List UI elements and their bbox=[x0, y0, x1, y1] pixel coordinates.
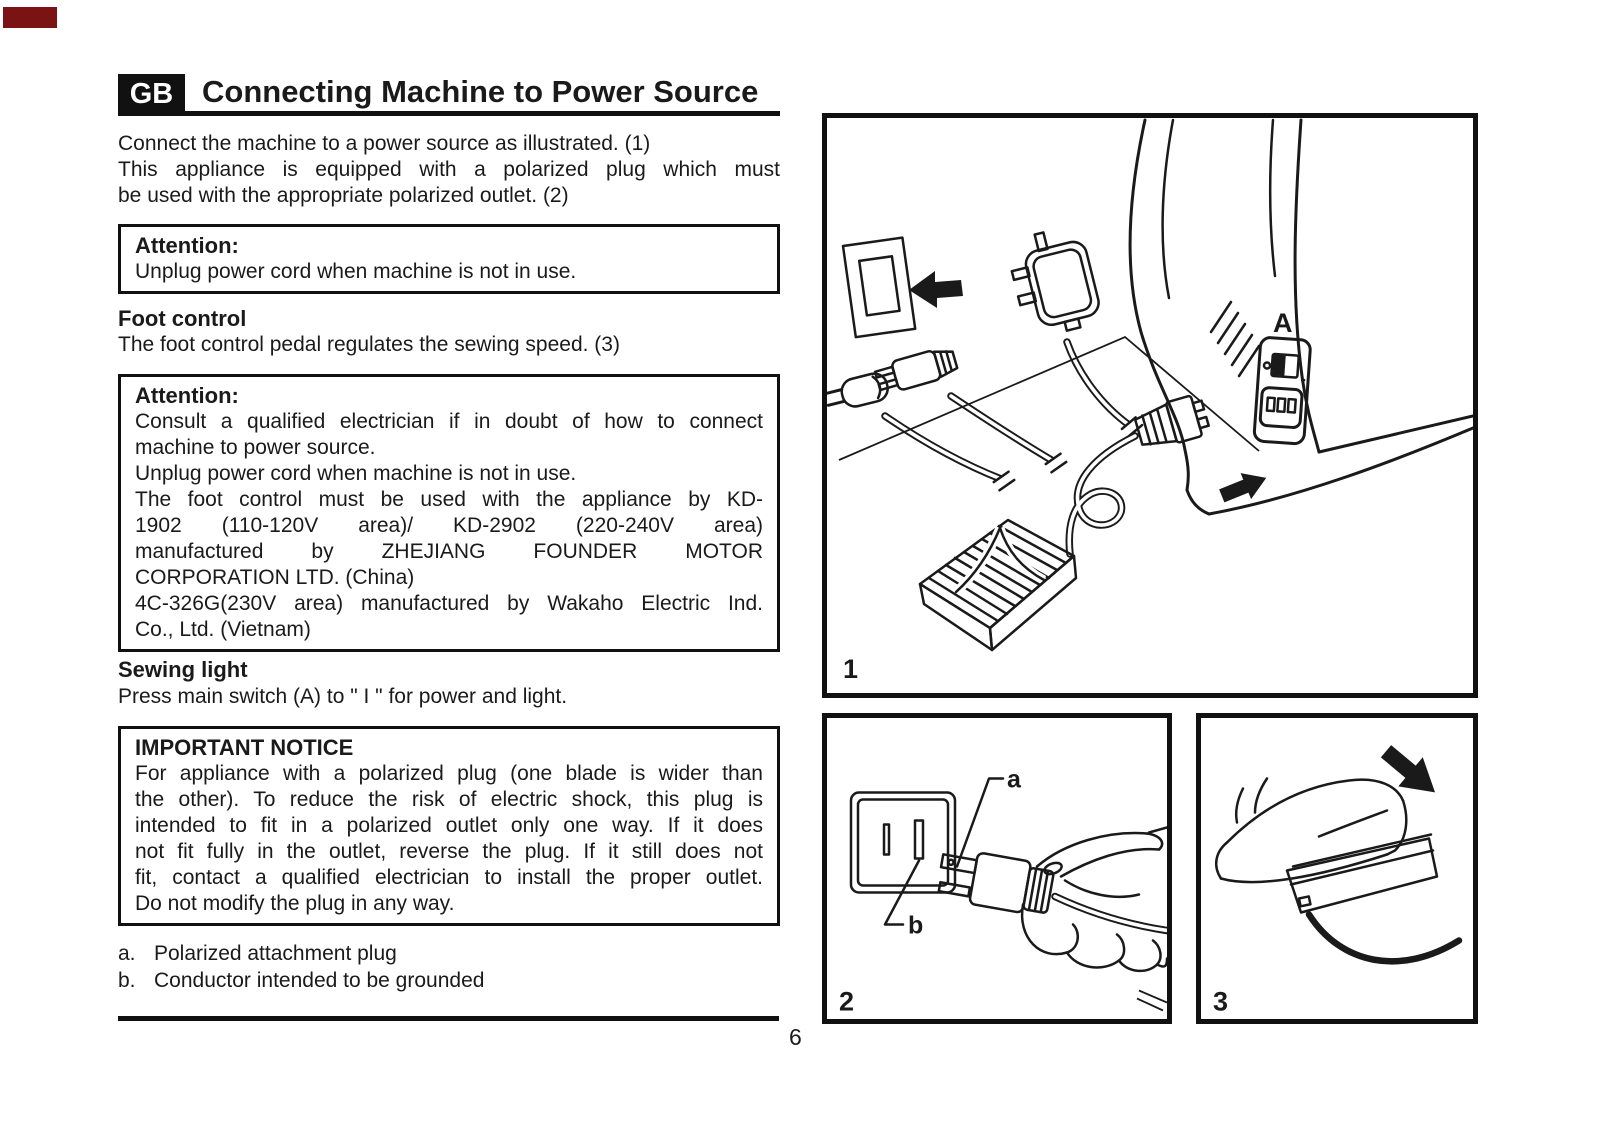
notice-line: not fit fully in the outlet, reverse the… bbox=[135, 840, 763, 863]
hand bbox=[1020, 826, 1167, 1012]
connection-illustration: A bbox=[827, 118, 1473, 684]
grounded-slot bbox=[913, 819, 925, 860]
power-off-mark bbox=[1262, 361, 1272, 370]
callout-b-label: b bbox=[908, 912, 923, 940]
power-inlet bbox=[1258, 386, 1304, 429]
narrow-blade bbox=[937, 881, 972, 898]
plug-cord bbox=[1051, 892, 1167, 935]
guide-line bbox=[838, 335, 1260, 461]
foot-pedal bbox=[1285, 833, 1439, 914]
attention-line: Unplug power cord when machine is not in… bbox=[135, 462, 577, 485]
attention-line: 1902 (110-120V area)/ KD-2902 (220-240V … bbox=[135, 514, 763, 537]
intro-paragraph: Connect the machine to a power source as… bbox=[118, 131, 780, 209]
legend-text: Conductor intended to be grounded bbox=[154, 969, 485, 992]
figure-number: 1 bbox=[843, 654, 858, 684]
figure-3-foot-control: 3 bbox=[1196, 713, 1478, 1024]
polarized-plug-illustration: a b bbox=[839, 766, 1167, 1017]
arrow-left-icon bbox=[909, 271, 963, 308]
attention-line: The foot control must be used with the a… bbox=[135, 488, 763, 511]
polarized-outlet bbox=[849, 791, 957, 894]
arrow-down-icon bbox=[1380, 745, 1436, 793]
arrow-right-icon bbox=[1219, 473, 1267, 503]
page-title: Connecting Machine to Power Source bbox=[202, 74, 759, 109]
attention-heading: Attention: bbox=[135, 233, 239, 258]
sewing-light-heading: Sewing light bbox=[118, 657, 248, 682]
cable-break-mark bbox=[1044, 452, 1068, 474]
legend-key: b. bbox=[118, 969, 136, 992]
switch-label-A: A bbox=[1273, 308, 1293, 338]
cable-break-mark bbox=[992, 470, 1016, 492]
sewing-light-line: Press main switch (A) to " I " for power… bbox=[118, 685, 568, 708]
attention-box-1: Attention: Unplug power cord when machin… bbox=[118, 224, 780, 294]
uk-plug bbox=[1010, 231, 1100, 332]
legend-key: a. bbox=[118, 942, 136, 965]
attention-line: machine to power source. bbox=[135, 436, 376, 459]
footer-rule bbox=[118, 1016, 779, 1021]
power-switch bbox=[1270, 352, 1300, 379]
notice-line: the other). To reduce the risk of electr… bbox=[135, 788, 763, 811]
callout-a-leader bbox=[955, 777, 1005, 868]
page-number: 6 bbox=[789, 1024, 802, 1050]
intro-line: be used with the appropriate polarized o… bbox=[118, 184, 569, 207]
notice-heading: IMPORTANT NOTICE bbox=[135, 735, 354, 760]
figure-number: 3 bbox=[1213, 987, 1228, 1017]
attention-line: manufactured by ZHEJIANG FOUNDER MOTOR bbox=[135, 540, 763, 563]
notice-line: Do not modify the plug in any way. bbox=[135, 892, 455, 915]
attention-line: Unplug power cord when machine is not in… bbox=[135, 260, 577, 283]
notice-line: fit, contact a qualified electrician to … bbox=[135, 866, 763, 889]
foot-pedal bbox=[918, 518, 1078, 652]
intro-line: Connect the machine to a power source as… bbox=[118, 132, 651, 155]
cable-connector bbox=[1297, 895, 1312, 908]
eu-plug bbox=[827, 372, 889, 408]
language-badge: GB bbox=[118, 74, 185, 114]
legend-item-a: a. Polarized attachment plug bbox=[118, 941, 780, 967]
legend-text: Polarized attachment plug bbox=[154, 942, 397, 965]
foot-control-heading: Foot control bbox=[118, 306, 247, 331]
important-notice-box: IMPORTANT NOTICE For appliance with a po… bbox=[118, 726, 780, 926]
notice-line: For appliance with a polarized plug (one… bbox=[135, 762, 763, 785]
red-corner-marker bbox=[3, 7, 57, 28]
legend-item-b: b. Conductor intended to be grounded bbox=[118, 968, 780, 994]
title-underline bbox=[118, 111, 780, 116]
shoe bbox=[1214, 777, 1408, 884]
attention-box-2: Attention: Consult a qualified electrici… bbox=[118, 374, 780, 652]
wall-outlet-plate bbox=[841, 236, 917, 339]
pedal-cable bbox=[1305, 911, 1463, 965]
figure-2-polarized-plug: a b bbox=[822, 713, 1172, 1024]
attention-line: Co., Ltd. (Vietnam) bbox=[135, 618, 311, 641]
callout-b-leader bbox=[883, 859, 921, 926]
intro-line: This appliance is equipped with a polari… bbox=[118, 158, 780, 181]
cord-connector bbox=[1133, 394, 1210, 446]
callout-a-label: a bbox=[1007, 766, 1022, 794]
notice-line: intended to fit in a polarized outlet on… bbox=[135, 814, 763, 837]
foot-control-line: The foot control pedal regulates the sew… bbox=[118, 333, 620, 356]
figure-number: 2 bbox=[839, 987, 854, 1017]
attachment-plug bbox=[937, 852, 1055, 914]
fingernail bbox=[1043, 861, 1063, 876]
attention-line: 4C-326G(230V area) manufactured by Wakah… bbox=[135, 592, 763, 615]
sewing-machine: A bbox=[1128, 118, 1473, 516]
uk-plug-cable bbox=[1063, 338, 1133, 429]
switch-and-inlet-panel bbox=[1252, 336, 1312, 446]
attention-line: Consult a qualified electrician if in do… bbox=[135, 410, 763, 433]
attention-line: CORPORATION LTD. (China) bbox=[135, 566, 415, 589]
foot-control-illustration: 3 bbox=[1213, 745, 1463, 1017]
vent-slots bbox=[1209, 300, 1261, 378]
attention-heading: Attention: bbox=[135, 383, 239, 408]
figure-1-connection-diagram: A bbox=[822, 113, 1478, 698]
